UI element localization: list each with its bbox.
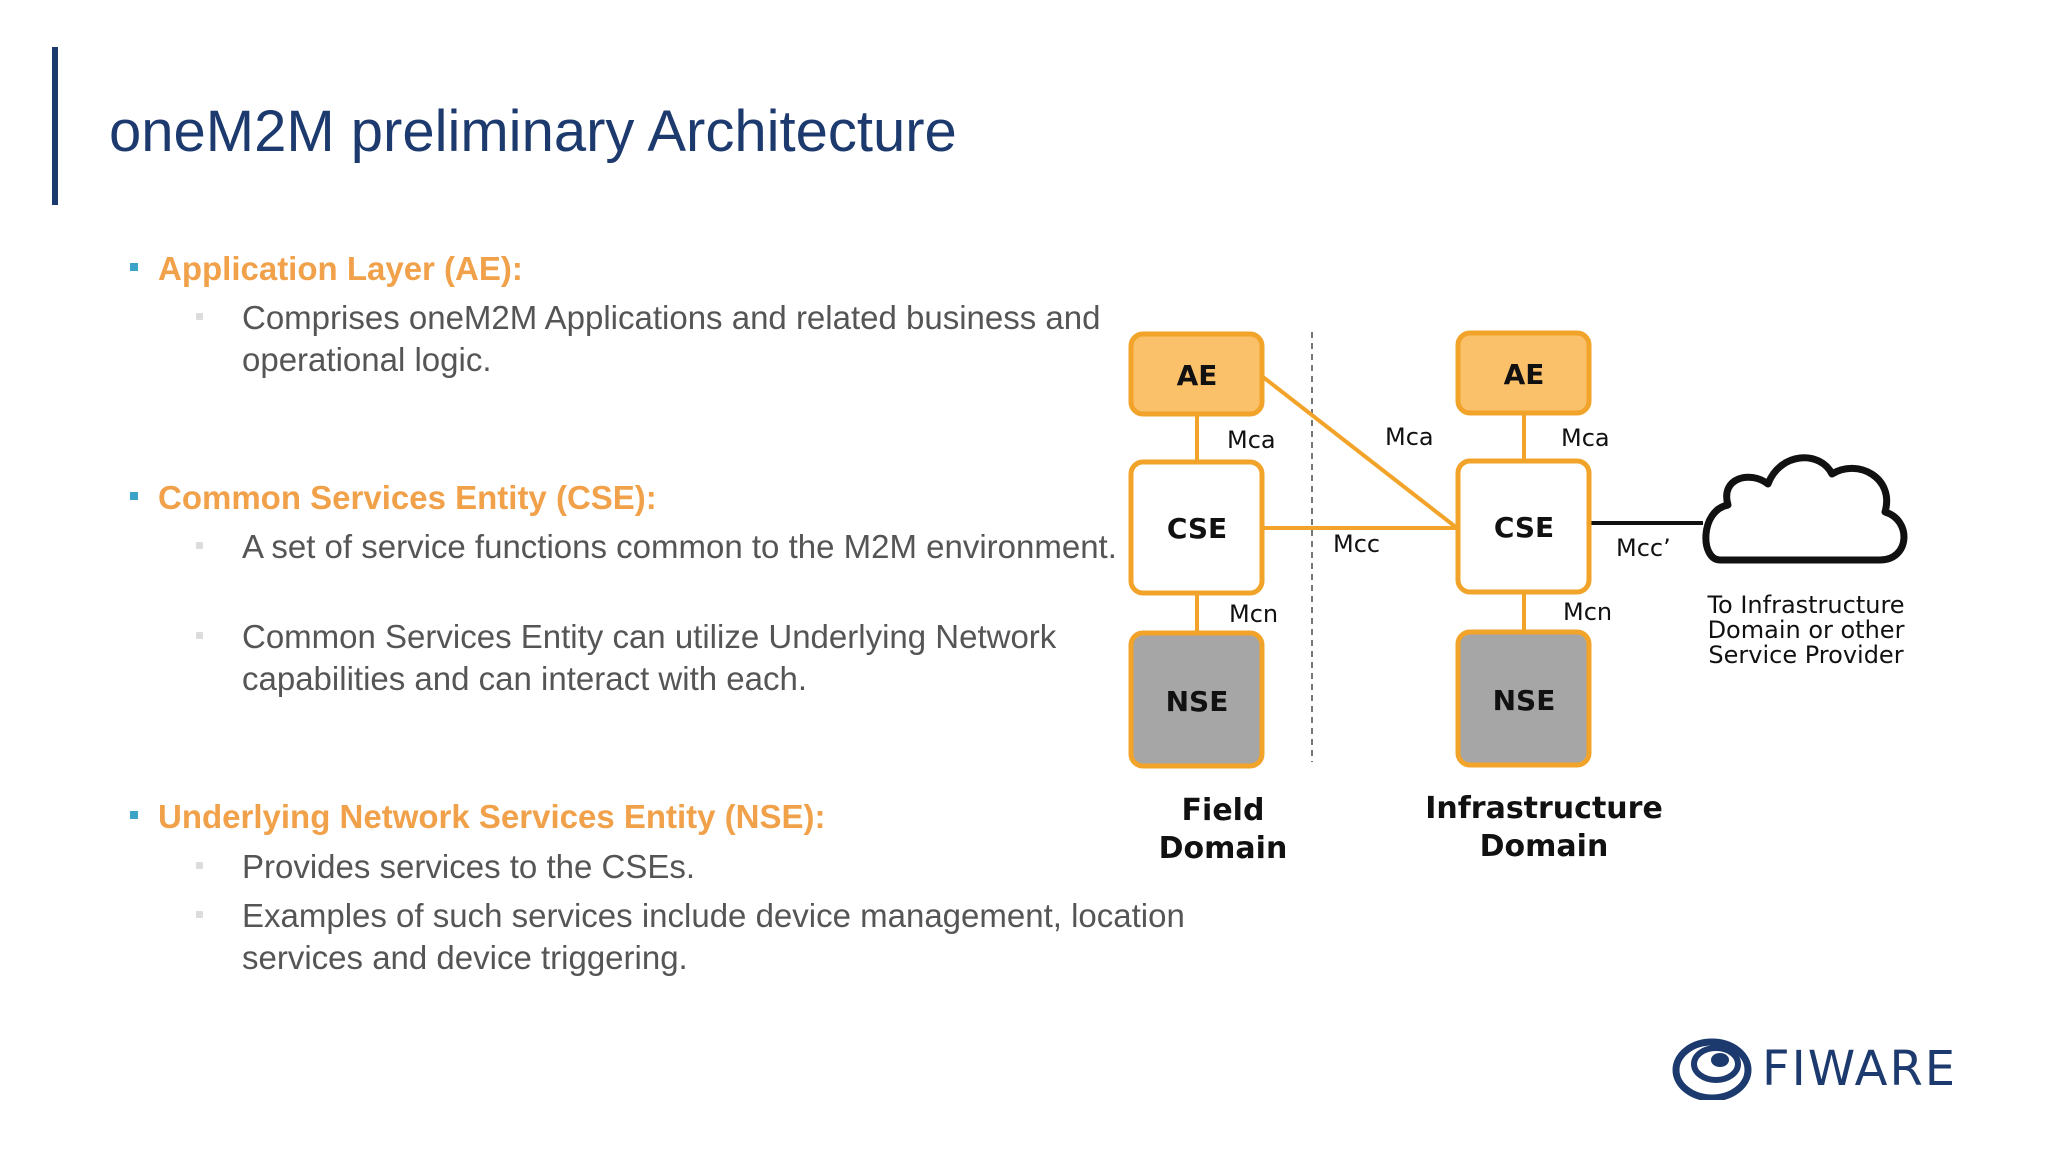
infra-cse-box: [1455, 458, 1592, 595]
field-cse-box: [1128, 459, 1265, 596]
list-item: Comprises oneM2M Applications and relate…: [196, 297, 1202, 381]
field-ae-label: AE: [1177, 359, 1218, 392]
bullet-square-icon: [130, 263, 138, 272]
bullet-dot-icon: [196, 911, 203, 918]
infra-ae-box: [1455, 330, 1592, 416]
fiware-logo-text: FIWARE: [1762, 1041, 1952, 1097]
cloud-icon: [1702, 454, 1908, 564]
field-mca-label: Mca: [1227, 426, 1276, 454]
list-item: Common Services Entity can utilize Under…: [196, 616, 1202, 700]
title-accent-bar: [52, 47, 58, 205]
bullet-dot-icon: [196, 862, 203, 869]
infra-nse-box: [1455, 629, 1592, 768]
mcc-label: Mcc: [1333, 530, 1380, 558]
list-item: Provides services to the CSEs.: [196, 846, 1202, 888]
cross-mca-label: Mca: [1385, 423, 1434, 451]
field-mcn-label: Mcn: [1229, 600, 1278, 628]
section-heading-cse: Common Services Entity (CSE):: [130, 479, 657, 517]
field-nse-label: NSE: [1166, 685, 1229, 718]
cross-mca-line: [1261, 375, 1459, 530]
infra-ae-label: AE: [1504, 358, 1545, 391]
page-title: oneM2M preliminary Architecture: [109, 99, 957, 164]
infra-domain-label-line1: Infrastructure: [1425, 791, 1663, 826]
infra-cse-label: CSE: [1494, 511, 1554, 544]
fiware-logo-icon: [1672, 1038, 1752, 1100]
section-heading-ae: Application Layer (AE):: [130, 250, 523, 288]
infra-nse-label: NSE: [1493, 684, 1556, 717]
infra-mca-label: Mca: [1561, 424, 1610, 452]
section-heading-nse: Underlying Network Services Entity (NSE)…: [130, 798, 826, 836]
field-domain-label-line2: Domain: [1159, 831, 1288, 866]
infra-mcn-label: Mcn: [1563, 598, 1612, 626]
bullet-dot-icon: [196, 542, 203, 549]
fiware-logo: FIWARE: [1672, 1038, 1952, 1100]
bullet-square-icon: [130, 811, 138, 820]
bullet-dot-icon: [196, 632, 203, 639]
bullet-dot-icon: [196, 313, 203, 320]
field-cse-label: CSE: [1167, 512, 1227, 545]
field-ae-box: [1128, 331, 1265, 417]
field-domain-label-line1: Field: [1182, 793, 1265, 828]
list-item: Examples of such services include device…: [196, 895, 1202, 979]
cloud-label-line2: Domain or other: [1708, 616, 1905, 644]
bullet-square-icon: [130, 492, 138, 501]
mcc-prime-label: Mcc’: [1616, 534, 1671, 562]
field-nse-box: [1128, 630, 1265, 769]
cloud-label-line3: Service Provider: [1708, 641, 1903, 669]
infra-domain-label-line2: Domain: [1480, 829, 1609, 864]
cloud-label-line1: To Infrastructure: [1706, 591, 1904, 619]
connector-lines: [1195, 375, 1526, 633]
list-item: A set of service functions common to the…: [196, 526, 1202, 568]
